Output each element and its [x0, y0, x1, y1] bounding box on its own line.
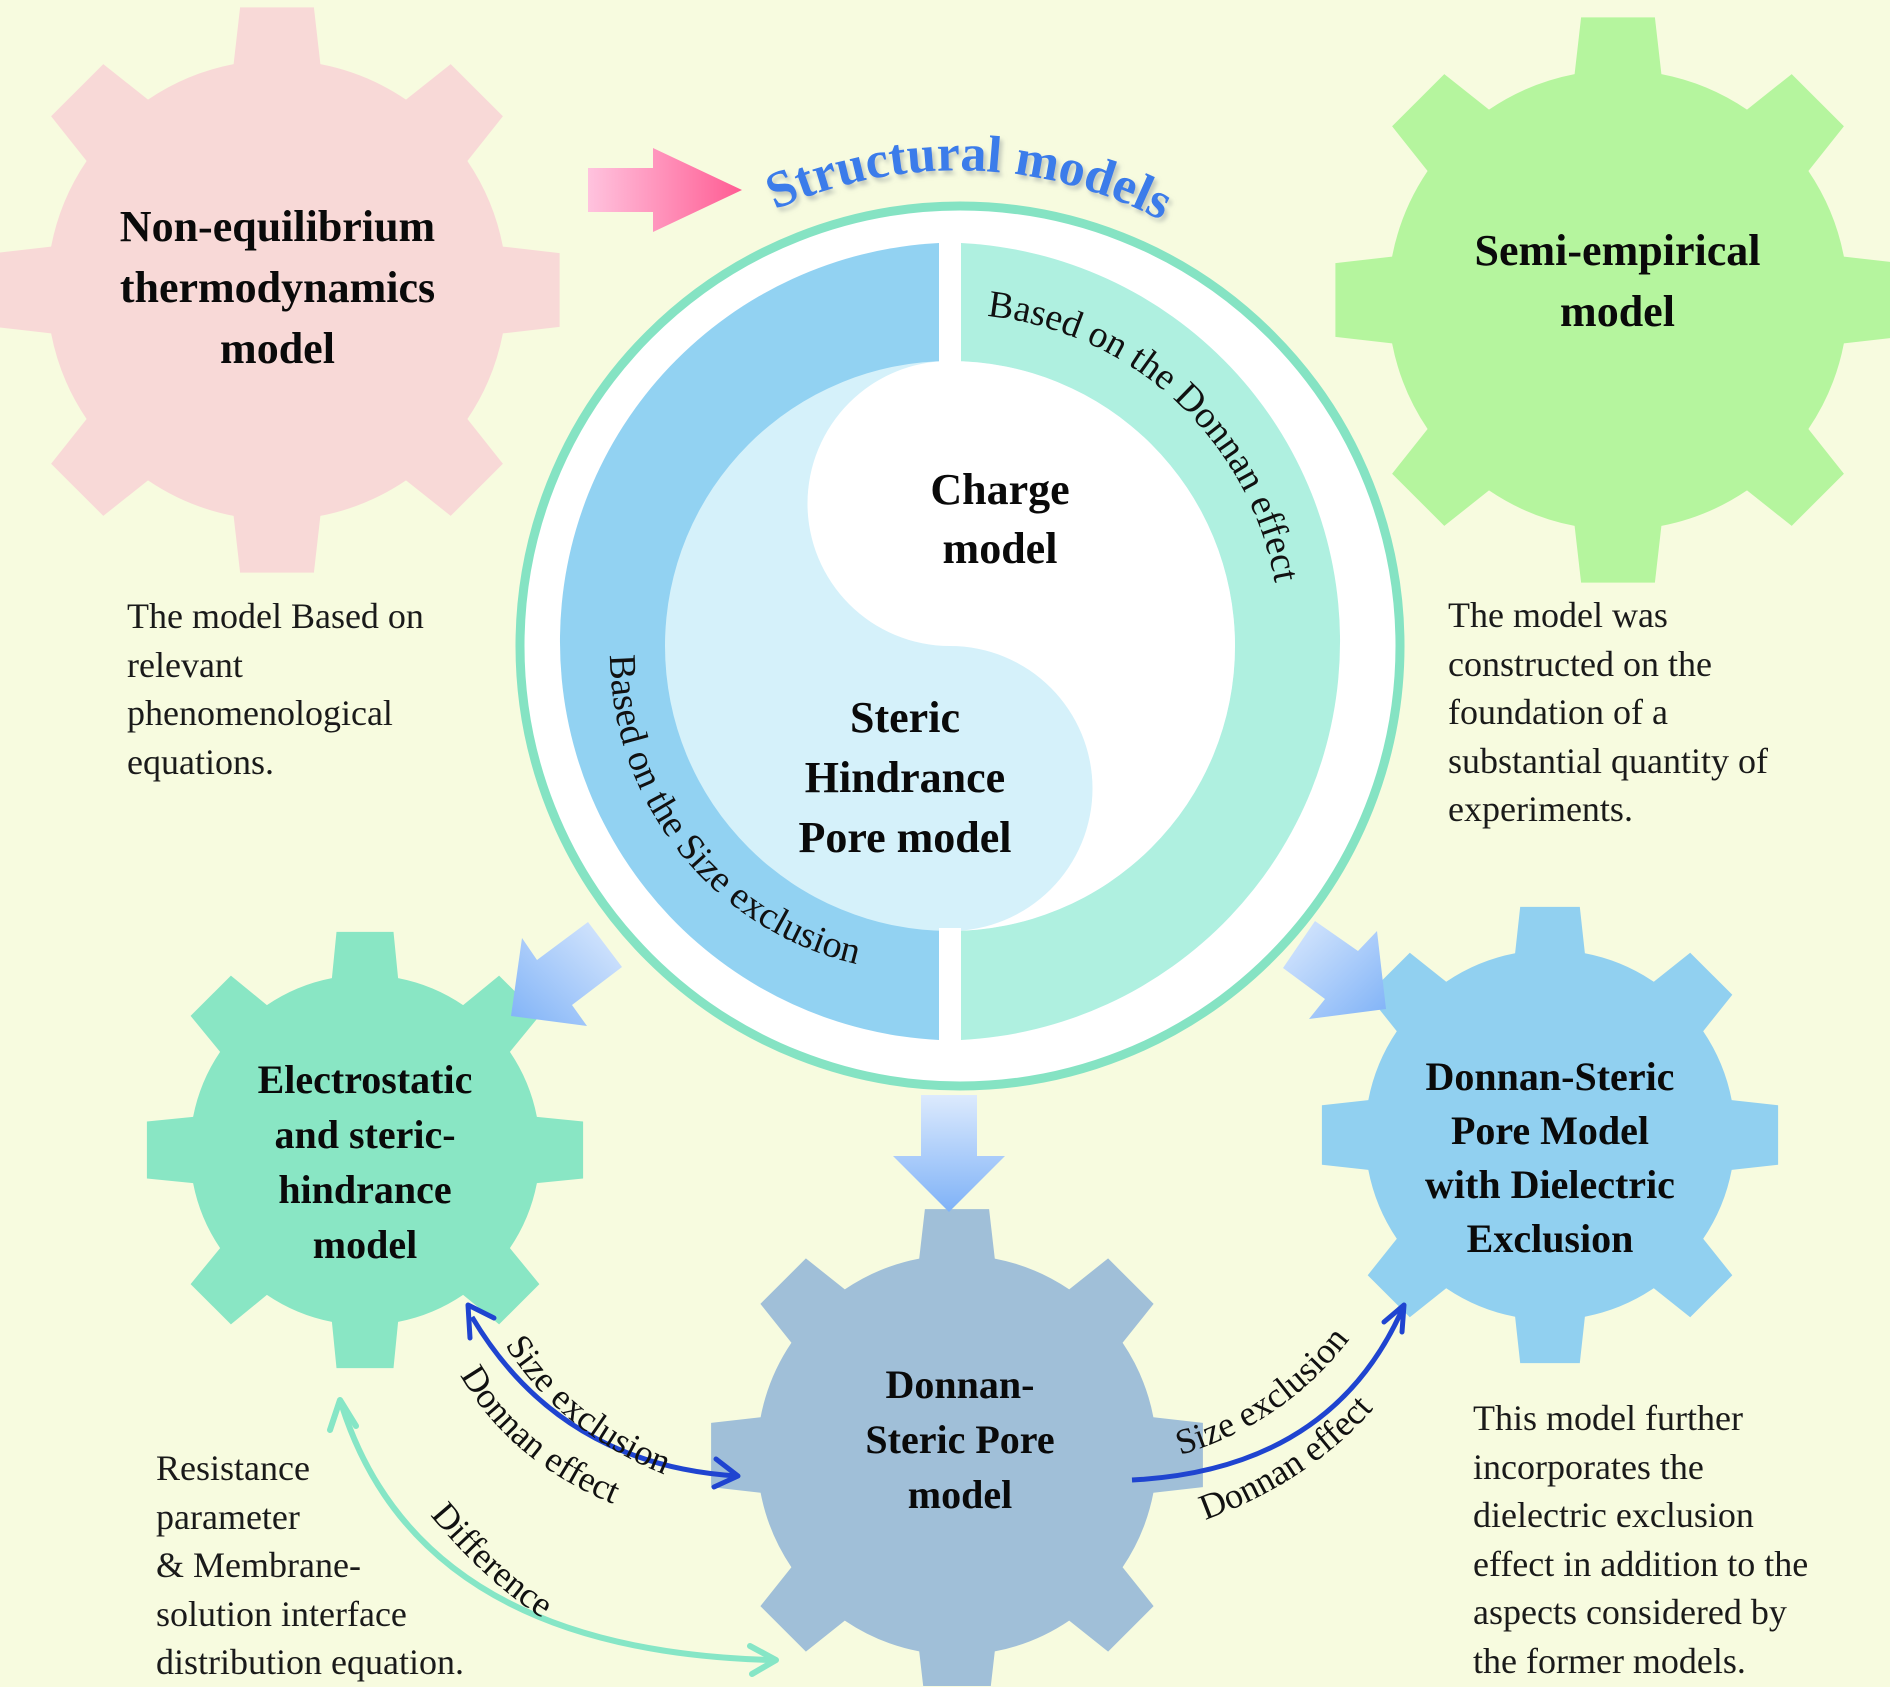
- gear-dielectric-exclusion: [1321, 906, 1779, 1364]
- gear-donnan-steric-pore: [711, 1209, 1203, 1686]
- gear-label-electrostatic: Electrostatic and steric- hindrance mode…: [257, 1057, 473, 1267]
- charge-model-region: [807, 361, 1235, 931]
- arrow-down-left-icon: [511, 922, 622, 1026]
- gear-label-donnan-steric: Donnan- Steric Pore model: [865, 1362, 1055, 1517]
- gear-semi-empirical: [1335, 17, 1890, 583]
- connector-electrostatic-donnan-steric: [465, 1302, 741, 1490]
- gear-label-nonequilibrium: Non-equilibrium thermodynamics model: [119, 202, 436, 373]
- gear-semiempirical-shape: [1335, 17, 1890, 583]
- connector-difference: [327, 1397, 779, 1677]
- gear-nonequilibrium-thermodynamics: [0, 7, 560, 573]
- description-dielectric: This model further incorporates the diel…: [1473, 1398, 1809, 1681]
- description-semiempirical: The model was constructed on the foundat…: [1448, 595, 1768, 829]
- description-electrostatic: Resistance parameter & Membrane- solutio…: [156, 1448, 464, 1682]
- gear-nonequilibrium-shape: [0, 7, 560, 573]
- gear-electrostatic-shape: [146, 931, 584, 1369]
- gear-label-semiempirical: Semi-empirical model: [1474, 226, 1761, 336]
- steric-hindrance-pore-model-label: Steric Hindrance Pore model: [798, 693, 1012, 862]
- arrow-right-icon: [588, 148, 742, 232]
- connector-donnan-steric-dielectric: [1131, 1302, 1407, 1483]
- gear-electrostatic-steric-hindrance: [146, 931, 584, 1369]
- gear-donnan-steric-shape: [711, 1209, 1203, 1686]
- description-nonequilibrium: The model Based on relevant phenomenolog…: [127, 596, 424, 782]
- gear-label-dielectric: Donnan-Steric Pore Model with Dielectric…: [1425, 1054, 1675, 1261]
- charge-model-label: Charge model: [930, 465, 1070, 573]
- gear-dielectric-shape: [1321, 906, 1779, 1364]
- arrow-down-right-icon: [1283, 921, 1386, 1019]
- arrow-down-icon: [893, 1095, 1005, 1212]
- structural-models-circle: [515, 201, 1405, 1091]
